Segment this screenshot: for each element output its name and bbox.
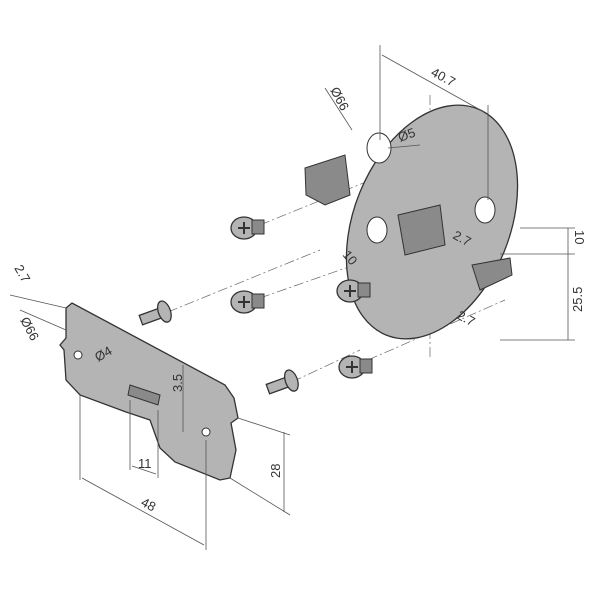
hole-left [366, 216, 388, 244]
hole-right [201, 427, 211, 437]
flat-mounting-plate [59, 302, 239, 481]
dim-diameter-label: Ø66 [327, 84, 352, 113]
clip-left [304, 154, 351, 206]
dim-height-main-label: 25.5 [570, 287, 585, 312]
hole-top [366, 132, 392, 164]
dim-slot-label: 3.5 [170, 374, 185, 392]
dim-thickness-label: 2.7 [11, 262, 33, 285]
pin [138, 300, 172, 326]
dim-slot-b-label: 2.7 [455, 307, 478, 329]
dim-width-label: 40.7 [429, 64, 458, 89]
pin [265, 369, 299, 395]
dim-hole-label: Ø5 [396, 125, 417, 145]
hole-left [73, 350, 83, 360]
flat-head-screw [230, 290, 265, 314]
round-mounting-plate [304, 104, 519, 340]
clip-center [397, 204, 446, 256]
dim-length-label: 48 [139, 494, 159, 514]
dim-diameter-label: Ø66 [17, 314, 42, 343]
slot [127, 384, 161, 406]
dim-height-top-label: 10 [572, 230, 587, 244]
flat-head-screw [338, 355, 373, 379]
hole-right [474, 196, 496, 224]
flat-head-screw [336, 279, 371, 303]
dim-height-label: 28 [268, 464, 283, 478]
screws [138, 216, 373, 395]
flat-head-screw [230, 216, 265, 240]
clip-right [471, 257, 513, 291]
dim-slot-width-label: 11 [138, 456, 152, 471]
dimension-labels: 40.7 Ø66 Ø5 2.7 10 10 25.5 2.7 2.7 Ø66 Ø… [11, 64, 587, 514]
dimension-lines [9, 45, 575, 550]
dim-slot-a-label: 2.7 [451, 227, 474, 249]
